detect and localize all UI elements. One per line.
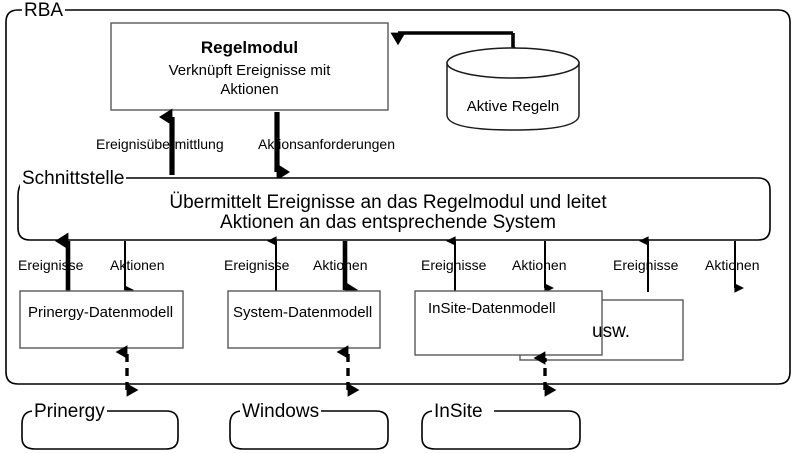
system-events-label: Ereignisse (224, 257, 290, 273)
system-data-model-label: System-Datenmodell (233, 304, 373, 321)
system-actions-label: Aktionen (313, 257, 368, 273)
etc-events-label: Ereignisse (613, 257, 679, 273)
insite-events-label: Ereignisse (421, 257, 487, 273)
rba-group-label: RBA (22, 0, 66, 22)
interface-body-line1: Übermittelt Ereignisse an das Regelmodul… (169, 192, 607, 213)
event-submission-label: Ereignisübermittlung (96, 136, 224, 152)
prinergy-actions-label: Aktionen (110, 257, 165, 273)
insite-actions-label: Aktionen (512, 257, 567, 273)
rba-group-boundary (5, 9, 791, 385)
rule-module-subtitle-line2: Aktionen (220, 81, 279, 98)
etc-actions-label: Aktionen (705, 257, 760, 273)
windows-system-label: Windows (240, 401, 322, 423)
interface-box[interactable] (17, 177, 771, 241)
interface-body-line2: Aktionen an das entsprechende System (220, 212, 556, 233)
etc-box-label: usw. (592, 321, 631, 342)
active-rules-database-label: Aktive Regeln (466, 98, 560, 115)
prinergy-data-model-box[interactable] (19, 290, 184, 349)
column-system-arrows (266, 236, 358, 299)
action-request-label: Aktionsanforderungen (258, 136, 395, 152)
system-data-model-box[interactable] (227, 290, 381, 349)
column-etc-arrows (638, 236, 745, 293)
prinergy-system-label: Prinergy (32, 401, 107, 423)
interface-group-label: Schnittstelle (20, 168, 127, 190)
insite-data-model-label: InSite-Datenmodell (428, 300, 556, 317)
prinergy-data-model-label: Prinergy-Datenmodell (28, 304, 174, 321)
insite-data-model-box[interactable] (414, 290, 603, 356)
column-insite-arrows (445, 236, 555, 293)
rule-module-title: Regelmodul (200, 38, 299, 57)
prinergy-events-label: Ereignisse (18, 257, 84, 273)
rule-module-subtitle-line1: Verknüpft Ereignisse mit (168, 62, 331, 79)
column-prinergy-arrows (55, 232, 135, 295)
rule-module-box[interactable] (110, 22, 389, 111)
insite-system-label: InSite (432, 401, 485, 423)
active-rules-database[interactable] (446, 47, 580, 131)
